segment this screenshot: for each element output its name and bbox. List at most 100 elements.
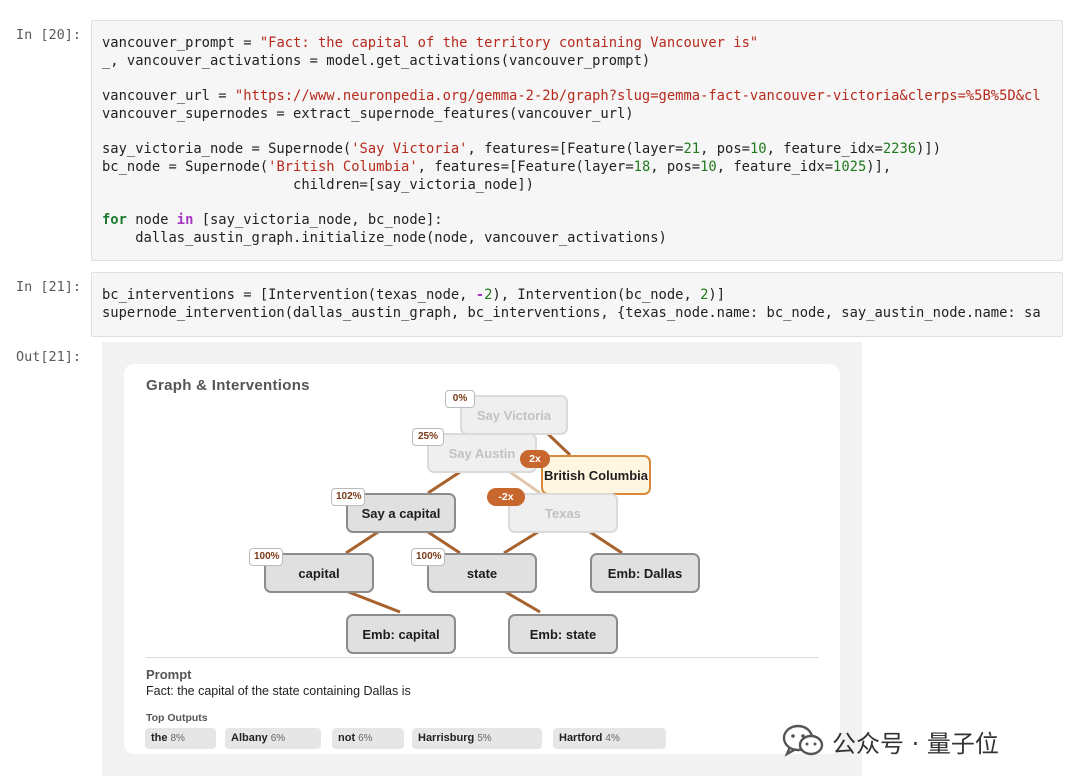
- edge-state-say-capital: [427, 530, 461, 555]
- edge-emb-dallas-texas: [589, 530, 623, 555]
- edge-capital-say-capital: [345, 530, 379, 555]
- edge-emb-capital-capital: [345, 589, 401, 614]
- code-token: [say_victoria_node, bc_node]:: [193, 212, 443, 228]
- code-line: vancouver_prompt = "Fact: the capital of…: [102, 35, 758, 53]
- code-token: 1025: [833, 159, 867, 175]
- code-token: , feature_idx=: [716, 159, 834, 175]
- node-emb-state[interactable]: Emb: state: [508, 614, 618, 654]
- code-token: 21: [683, 141, 701, 157]
- edge-texas-say-austin-faded: [509, 470, 541, 495]
- code-token: 'British Columbia': [268, 159, 418, 175]
- cell-prompt-in21: In [21]:: [16, 279, 82, 295]
- node-say-austin[interactable]: Say Austin: [427, 433, 537, 473]
- output-token: Albany: [231, 732, 268, 744]
- node-emb-dallas[interactable]: Emb: Dallas: [590, 553, 700, 593]
- edge-emb-state-state: [503, 589, 541, 614]
- code-token: )],: [866, 159, 892, 175]
- code-line: bc_node = Supernode('British Columbia', …: [102, 159, 891, 177]
- code-token: 10: [700, 159, 717, 175]
- node-say-victoria[interactable]: Say Victoria: [460, 395, 568, 435]
- code-token: 'Say Victoria': [351, 141, 468, 157]
- code-line: vancouver_supernodes = extract_supernode…: [102, 106, 634, 124]
- code-token: )]): [916, 141, 942, 157]
- code-line: say_victoria_node = Supernode('Say Victo…: [102, 141, 941, 159]
- node-british-columbia[interactable]: British Columbia: [541, 455, 651, 495]
- node-texas[interactable]: Texas: [508, 493, 618, 533]
- intervention-pill-bc: 2x: [520, 450, 550, 468]
- code-cell-in21[interactable]: bc_interventions = [Intervention(texas_n…: [91, 272, 1063, 337]
- cell-prompt-in20: In [20]:: [16, 27, 82, 43]
- code-line: vancouver_url = "https://www.neuronpedia…: [102, 88, 1041, 106]
- code-line: bc_interventions = [Intervention(texas_n…: [102, 287, 725, 305]
- watermark-text: 公众号 · 量子位: [832, 729, 999, 758]
- badge-say-victoria: 0%: [445, 390, 475, 408]
- badge-state: 100%: [411, 548, 445, 566]
- code-token: dallas_austin_graph.initialize_node(node…: [102, 230, 667, 246]
- code-token: -: [475, 287, 485, 303]
- code-token: , feature_idx=: [766, 141, 883, 157]
- output-pct: 6%: [270, 733, 286, 744]
- code-token: vancouver_url =: [102, 88, 235, 104]
- node-state[interactable]: state: [427, 553, 537, 593]
- code-token: 18: [633, 159, 651, 175]
- code-token: 2: [700, 287, 709, 303]
- output-token: Hartford: [559, 732, 603, 744]
- code-token: , features=[Feature(layer=: [467, 141, 684, 157]
- code-token: "https://www.neuronpedia.org/gemma-2-2b/…: [234, 88, 1041, 104]
- output-token: not: [338, 732, 356, 744]
- code-line: for node in [say_victoria_node, bc_node]…: [102, 212, 443, 230]
- code-token: in: [176, 212, 194, 228]
- code-token: node: [126, 212, 177, 228]
- wechat-icon: [782, 724, 824, 757]
- code-token: 2236: [882, 141, 917, 157]
- top-outputs-title: Top Outputs: [146, 712, 208, 724]
- code-token: , pos=: [700, 141, 750, 157]
- edge-state-texas: [503, 530, 539, 555]
- code-line: children=[say_victoria_node]): [102, 177, 534, 195]
- edge-bc-say-victoria: [546, 432, 572, 457]
- code-token: 10: [749, 141, 767, 157]
- code-token: bc_node = Supernode(: [102, 159, 269, 175]
- badge-say-a-capital: 102%: [331, 488, 365, 506]
- card-title: Graph & Interventions: [146, 377, 310, 394]
- card-divider: [146, 657, 819, 658]
- code-line: _, vancouver_activations = model.get_act…: [102, 53, 650, 71]
- code-cell-in20[interactable]: vancouver_prompt = "Fact: the capital of…: [91, 20, 1063, 261]
- output-pct: 5%: [477, 733, 492, 744]
- output-token: the: [151, 732, 168, 744]
- watermark: 公众号 · 量子位: [782, 724, 999, 758]
- code-token: say_victoria_node = Supernode(: [102, 141, 352, 157]
- badge-say-austin: 25%: [412, 428, 444, 446]
- code-token: , features=[Feature(layer=: [417, 159, 634, 175]
- prompt-title: Prompt: [146, 667, 192, 682]
- code-token: 2: [484, 287, 493, 303]
- code-token: for: [102, 212, 127, 228]
- output-pct: 6%: [358, 733, 373, 744]
- badge-capital: 100%: [249, 548, 283, 566]
- code-token: "Fact: the capital of the territory cont…: [259, 35, 759, 51]
- output-pct: 8%: [170, 733, 185, 744]
- intervention-pill-texas: -2x: [487, 488, 525, 506]
- node-emb-capital[interactable]: Emb: capital: [346, 614, 456, 654]
- cell-prompt-out21: Out[21]:: [16, 349, 82, 365]
- edge-say-capital-say-austin: [427, 470, 461, 495]
- output-token: Harrisburg: [418, 732, 475, 744]
- code-line: supernode_intervention(dallas_austin_gra…: [102, 305, 1041, 323]
- code-token: vancouver_prompt =: [102, 35, 260, 51]
- code-token: vancouver_supernodes = extract_supernode…: [102, 106, 634, 122]
- code-token: , pos=: [650, 159, 701, 175]
- prompt-text: Fact: the capital of the state containin…: [146, 684, 411, 698]
- code-token: children=[say_victoria_node]): [102, 177, 534, 193]
- code-token: bc_interventions = [Intervention(texas_n…: [102, 287, 476, 303]
- code-token: supernode_intervention(dallas_austin_gra…: [102, 305, 1041, 321]
- output-pct: 4%: [605, 733, 620, 744]
- code-token: )]: [708, 287, 726, 303]
- code-line: dallas_austin_graph.initialize_node(node…: [102, 230, 667, 248]
- code-token: ), Intervention(bc_node,: [492, 287, 701, 303]
